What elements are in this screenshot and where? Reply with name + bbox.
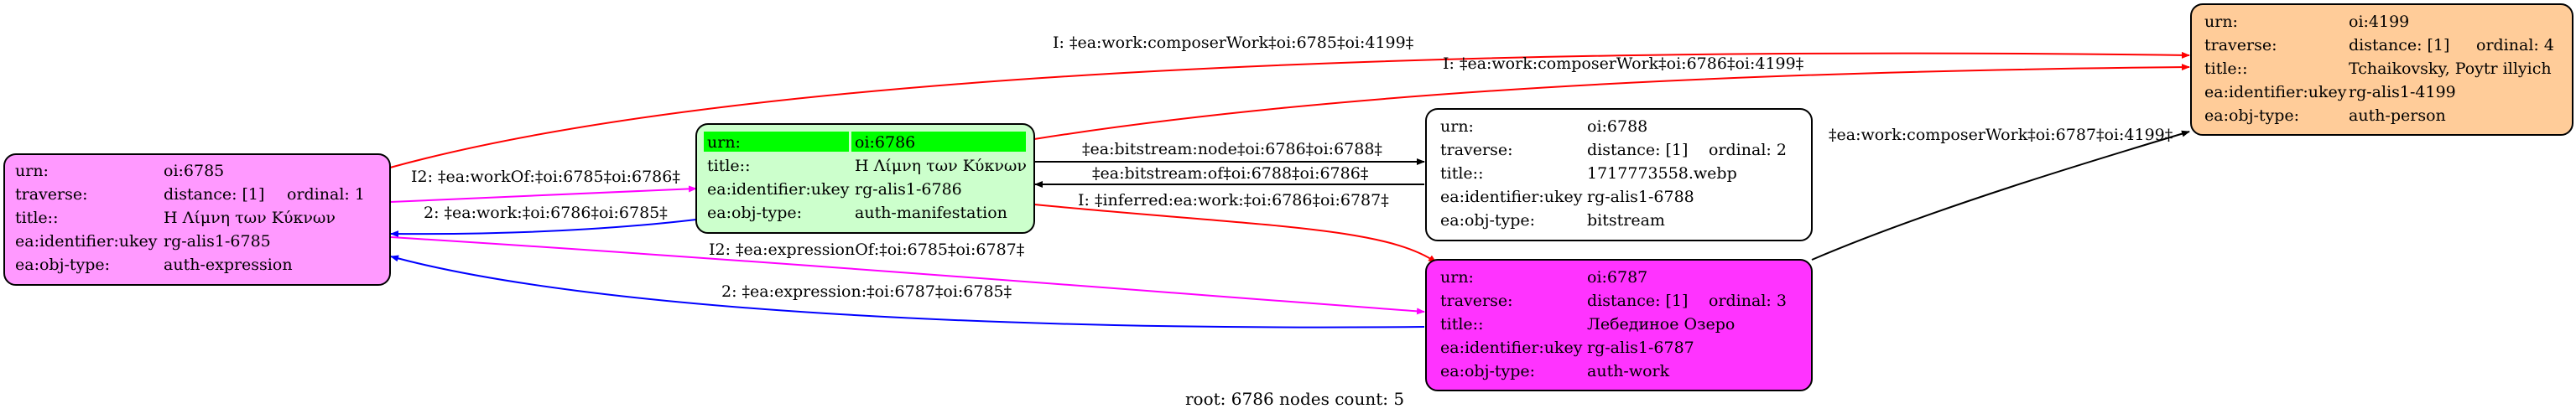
node-key: urn: <box>707 133 741 152</box>
node-value: oi:6788 <box>1587 117 1647 136</box>
node-header-cell <box>851 132 1026 152</box>
node-key: traverse: <box>15 185 88 204</box>
node-value: Η Λίμνη των Κύκνων <box>855 157 1027 175</box>
node-key: traverse: <box>1440 292 1513 310</box>
node-key: ea:identifier:ukey <box>1440 188 1583 206</box>
edge-label: ‡ea:bitstream:of‡oi:6788‡oi:6786‡ <box>1092 164 1368 183</box>
node-oi-6788[interactable]: urn: oi:6788 traverse: distance: [1] ord… <box>1425 108 1813 241</box>
node-value: Tchaikovsky, Poytr illyich <box>2349 59 2552 78</box>
edge-composer-6787-4199[interactable]: ‡ea:work:composerWork‡oi:6787‡oi:4199‡ <box>1811 126 2190 261</box>
edge-label: 2: ‡ea:work:‡oi:6786‡oi:6785‡ <box>424 204 668 222</box>
node-key: ea:identifier:ukey <box>1440 339 1583 357</box>
node-value: Η Λίμνη των Κύκνων <box>164 209 336 227</box>
node-value: rg-alis1-6786 <box>855 180 962 199</box>
node-value: distance: [1] <box>1587 292 1688 310</box>
footer-prefix: root: <box>1185 389 1226 409</box>
node-key: ea:obj-type: <box>15 256 110 274</box>
node-value: rg-alis1-6787 <box>1587 339 1694 357</box>
graph-footer: root: 6786 nodes count: 5 <box>1185 389 1404 409</box>
edge-label: I: ‡ea:work:composerWork‡oi:6785‡oi:4199… <box>1053 34 1413 52</box>
edge-label: I: ‡inferred:ea:work:‡oi:6786‡oi:6787‡ <box>1078 191 1389 210</box>
footer-root: 6786 <box>1231 389 1274 409</box>
node-extra: ordinal: 3 <box>1709 292 1787 310</box>
edge-line <box>389 185 697 203</box>
node-key: title:: <box>15 209 58 227</box>
edge-label: I: ‡ea:work:composerWork‡oi:6786‡oi:4199… <box>1443 54 1803 73</box>
edge-line <box>390 255 1425 328</box>
edge-work-6786-6785[interactable]: 2: ‡ea:work:‡oi:6786‡oi:6785‡ <box>390 204 697 238</box>
node-value: oi:6786 <box>855 133 915 152</box>
node-key: traverse: <box>1440 141 1513 159</box>
node-value: distance: [1] <box>1587 141 1688 159</box>
edge-composer-6786-4199[interactable]: I: ‡ea:work:composerWork‡oi:6786‡oi:4199… <box>1033 54 2190 140</box>
node-key: ea:identifier:ukey <box>707 180 850 199</box>
node-value: rg-alis1-6788 <box>1587 188 1694 206</box>
node-key: ea:obj-type: <box>2204 106 2299 125</box>
edge-expression-6787-6785[interactable]: 2: ‡ea:expression:‡oi:6787‡oi:6785‡ <box>390 255 1425 328</box>
node-key: title:: <box>707 157 750 175</box>
node-value: auth-work <box>1587 362 1670 380</box>
node-key: ea:obj-type: <box>707 204 802 222</box>
node-oi-4199[interactable]: urn: oi:4199 traverse: distance: [1] ord… <box>2190 3 2573 136</box>
footer-nodes-label: nodes count: <box>1279 389 1388 409</box>
edge-line <box>1811 130 2190 261</box>
edge-line <box>390 236 1425 315</box>
node-value: auth-expression <box>164 256 293 274</box>
node-key: urn: <box>1440 117 1474 136</box>
node-value: oi:4199 <box>2349 13 2409 31</box>
node-key: title:: <box>1440 164 1483 183</box>
node-value: rg-alis1-4199 <box>2349 83 2456 101</box>
edge-composer-6785-4199[interactable]: I: ‡ea:work:composerWork‡oi:6785‡oi:4199… <box>389 34 2190 168</box>
node-key: ea:identifier:ukey <box>15 232 158 251</box>
node-value: auth-person <box>2349 106 2446 125</box>
edge-label: I2: ‡ea:workOf:‡oi:6785‡oi:6786‡ <box>411 168 680 186</box>
edge-bitstream-of-6788-6786[interactable]: ‡ea:bitstream:of‡oi:6788‡oi:6786‡ <box>1034 164 1424 188</box>
node-key: title:: <box>1440 315 1483 334</box>
node-key: urn: <box>1440 268 1474 287</box>
node-value: distance: [1] <box>164 185 264 204</box>
node-value: rg-alis1-6785 <box>164 232 271 251</box>
edge-line <box>1033 64 2190 140</box>
edge-bitstream-node-6786-6788[interactable]: ‡ea:bitstream:node‡oi:6786‡oi:6788‡ <box>1034 140 1425 165</box>
node-key: ea:obj-type: <box>1440 362 1535 380</box>
node-oi-6787[interactable]: urn: oi:6787 traverse: distance: [1] ord… <box>1425 259 1813 391</box>
node-key: traverse: <box>2204 36 2277 54</box>
node-value: Лебединое Озеро <box>1587 315 1735 334</box>
edge-line <box>1033 204 1437 263</box>
edge-line <box>390 219 697 238</box>
node-extra: ordinal: 1 <box>287 185 365 204</box>
node-key: title:: <box>2204 59 2247 78</box>
edge-line <box>389 51 2190 168</box>
edge-label: 2: ‡ea:expression:‡oi:6787‡oi:6785‡ <box>721 282 1012 301</box>
footer-count: 5 <box>1393 389 1404 409</box>
edge-inferred-work-6786-6787[interactable]: I: ‡inferred:ea:work:‡oi:6786‡oi:6787‡ <box>1033 191 1437 263</box>
node-header-cell <box>704 132 849 152</box>
node-value: distance: [1] <box>2349 36 2449 54</box>
edge-label: I2: ‡ea:expressionOf:‡oi:6785‡oi:6787‡ <box>709 241 1024 259</box>
edge-label: ‡ea:work:composerWork‡oi:6787‡oi:4199‡ <box>1829 126 2173 144</box>
node-extra: ordinal: 4 <box>2476 36 2554 54</box>
node-oi-6785[interactable]: urn: oi:6785 traverse: distance: [1] ord… <box>3 153 391 286</box>
edge-workof-6785-6786[interactable]: I2: ‡ea:workOf:‡oi:6785‡oi:6786‡ <box>389 168 697 203</box>
node-key: urn: <box>15 162 49 180</box>
node-value: 1717773558.webp <box>1587 164 1737 183</box>
node-value: bitstream <box>1587 211 1665 230</box>
node-value: oi:6787 <box>1587 268 1647 287</box>
node-key: ea:identifier:ukey <box>2204 83 2347 101</box>
node-value: auth-manifestation <box>855 204 1007 222</box>
node-key: urn: <box>2204 13 2238 31</box>
edge-label: ‡ea:bitstream:node‡oi:6786‡oi:6788‡ <box>1082 140 1382 158</box>
node-key: ea:obj-type: <box>1440 211 1535 230</box>
node-oi-6786[interactable]: urn: oi:6786 title:: Η Λίμνη των Κύκνων … <box>695 123 1035 234</box>
node-value: oi:6785 <box>164 162 224 180</box>
node-extra: ordinal: 2 <box>1709 141 1787 159</box>
edge-expressionof-6785-6787[interactable]: I2: ‡ea:expressionOf:‡oi:6785‡oi:6787‡ <box>390 236 1425 315</box>
